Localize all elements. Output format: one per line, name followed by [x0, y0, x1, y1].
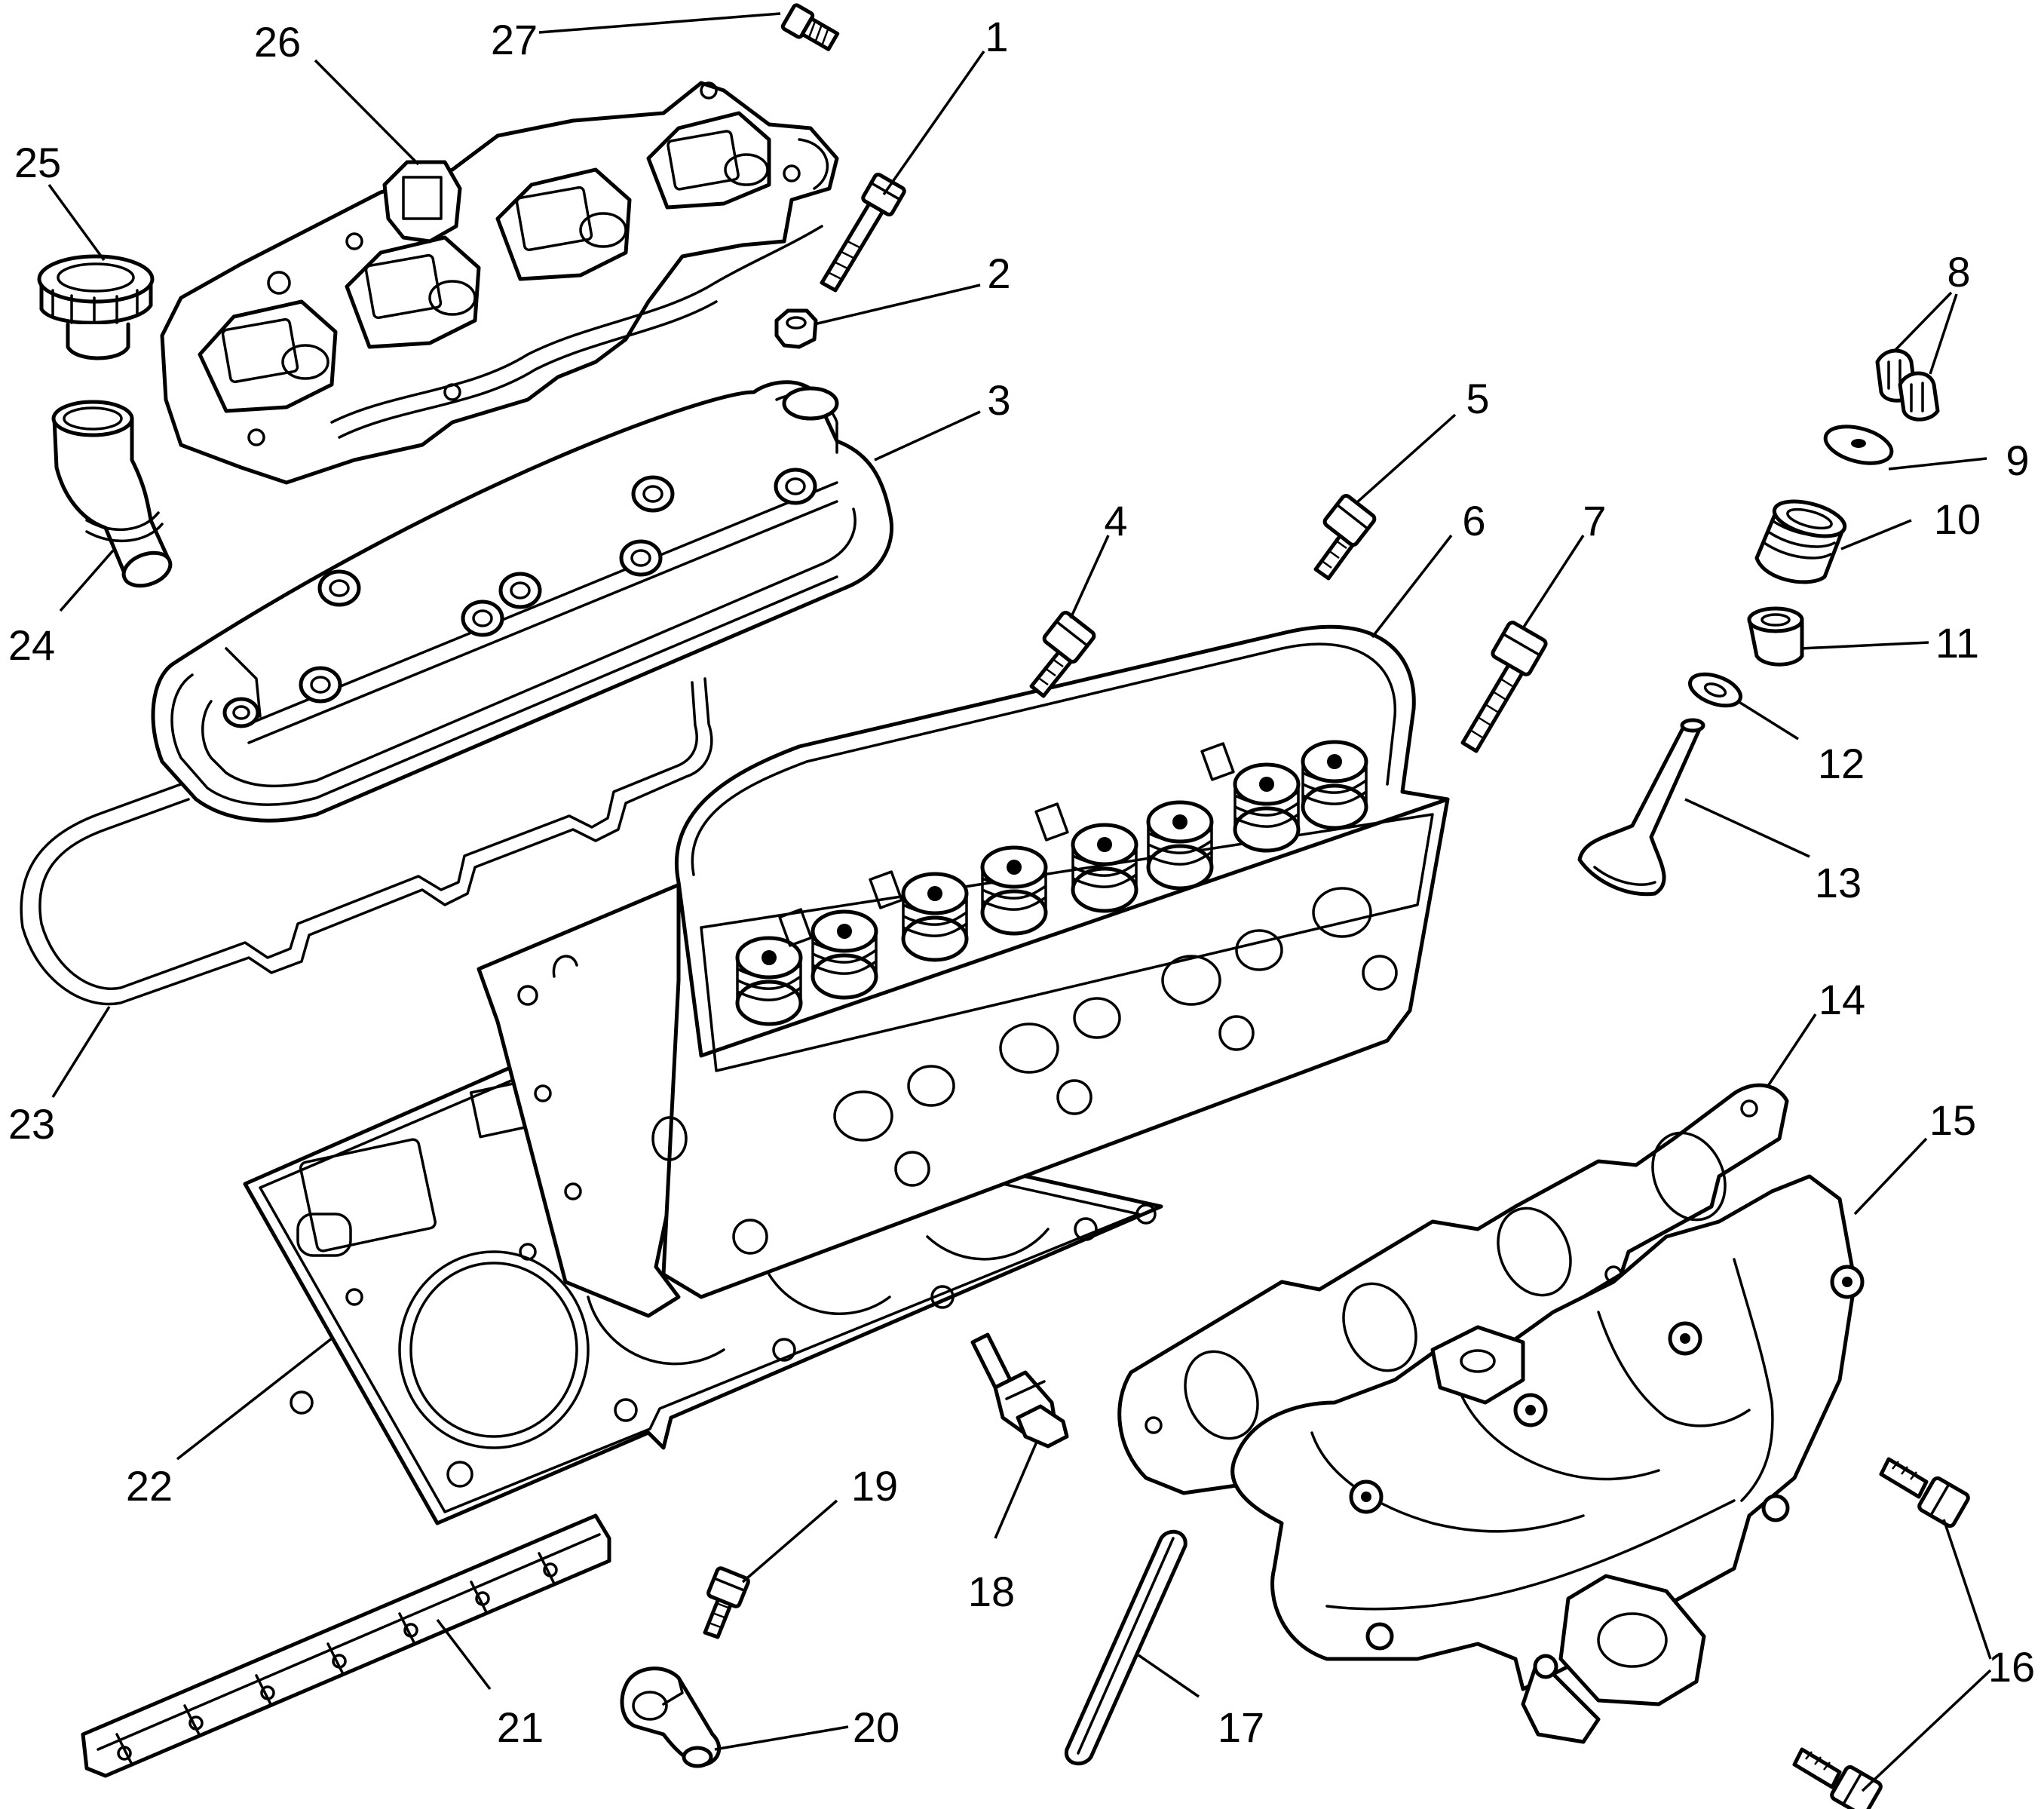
valve-keys [1875, 348, 1940, 422]
leader-7 [1522, 535, 1585, 629]
leader-18 [994, 1441, 1038, 1539]
valve-spring [1754, 499, 1847, 584]
leader-22 [176, 1337, 333, 1461]
valve-spring-shim [1688, 672, 1742, 708]
callout-labels: 1 2 3 4 5 6 7 8 9 10 11 12 13 14 15 16 1… [8, 13, 2035, 1751]
callout-12: 12 [1818, 740, 1865, 787]
cover-bosses [222, 468, 817, 728]
callout-19: 19 [851, 1462, 898, 1510]
leader-5 [1356, 413, 1457, 504]
rocker-arm-support [81, 1513, 611, 1778]
leader-24 [59, 549, 115, 612]
callout-20: 20 [853, 1703, 899, 1751]
callout-2: 2 [987, 250, 1010, 297]
valve [1577, 718, 1705, 897]
leader-12 [1737, 700, 1799, 740]
leader-21 [436, 1618, 492, 1691]
callout-22: 22 [126, 1462, 173, 1510]
leader-6 [1371, 534, 1453, 639]
leader-9 [1888, 457, 1987, 471]
cylinder-head [477, 624, 1450, 1318]
leader-3 [874, 410, 981, 461]
leader-14 [1767, 1013, 1817, 1087]
exhaust-manifold [1230, 1174, 1865, 1744]
callout-18: 18 [968, 1568, 1015, 1615]
ignition-coil-assembly [160, 81, 839, 485]
coolant-temp-sensor [970, 1332, 1069, 1449]
callout-3: 3 [987, 376, 1010, 424]
leader-8a [1892, 291, 1953, 353]
valve-cover-gasket [20, 677, 713, 1006]
bolt-4 [1029, 611, 1096, 698]
manifold-bolt-lower [1792, 1747, 1883, 1809]
leader-16a [1942, 1519, 1992, 1660]
bolt-7 [1460, 621, 1548, 753]
callout-15: 15 [1929, 1096, 1976, 1144]
callout-11: 11 [1935, 619, 1979, 667]
leader-lines [47, 12, 1992, 1792]
leader-10 [1840, 519, 1912, 550]
oil-filler-tube [51, 400, 173, 588]
callout-25: 25 [14, 139, 61, 186]
callout-23: 23 [8, 1100, 55, 1148]
valve-rocker-cover [151, 380, 893, 823]
callout-7: 7 [1583, 497, 1606, 544]
callout-1: 1 [985, 13, 1008, 60]
bolt-5 [1313, 494, 1377, 581]
callout-17: 17 [1218, 1703, 1264, 1751]
leader-27 [538, 12, 781, 34]
callout-6: 6 [1462, 497, 1485, 544]
callout-9: 9 [2006, 437, 2029, 484]
leader-25 [47, 183, 106, 262]
callout-13: 13 [1815, 859, 1862, 906]
pushrod [1064, 1529, 1187, 1766]
leader-16b [1861, 1669, 1992, 1792]
leader-17 [1138, 1654, 1200, 1698]
callout-4: 4 [1104, 497, 1127, 544]
leader-2 [814, 284, 981, 326]
oil-filler-cap [37, 254, 155, 360]
manifold-bolt-upper [1879, 1457, 1970, 1528]
leader-19 [741, 1499, 838, 1584]
callout-10: 10 [1934, 495, 1981, 543]
valve-stem-seal [1747, 606, 1804, 667]
bolt-19 [703, 1566, 750, 1639]
callout-14: 14 [1819, 976, 1865, 1023]
leader-11 [1800, 641, 1929, 650]
leader-20 [714, 1725, 849, 1751]
valve-springs [735, 740, 1368, 1026]
callout-24: 24 [8, 621, 55, 669]
rocker-arm [620, 1666, 722, 1768]
bolt-1 [820, 173, 906, 293]
leader-1 [882, 50, 985, 196]
callout-21: 21 [497, 1703, 544, 1751]
leader-23 [51, 1006, 111, 1098]
leader-15 [1853, 1137, 1928, 1216]
callout-5: 5 [1466, 375, 1489, 422]
leader-8b [1929, 293, 1958, 375]
leader-4 [1069, 535, 1110, 619]
callout-16: 16 [1988, 1643, 2035, 1691]
callout-27: 27 [491, 16, 538, 63]
leader-26 [314, 59, 420, 166]
leader-13 [1684, 798, 1810, 858]
callout-26: 26 [254, 18, 301, 66]
nut-2 [774, 308, 818, 349]
bolt-27 [780, 3, 840, 51]
callout-8: 8 [1947, 248, 1970, 296]
valve-spring-cap [1823, 425, 1894, 465]
